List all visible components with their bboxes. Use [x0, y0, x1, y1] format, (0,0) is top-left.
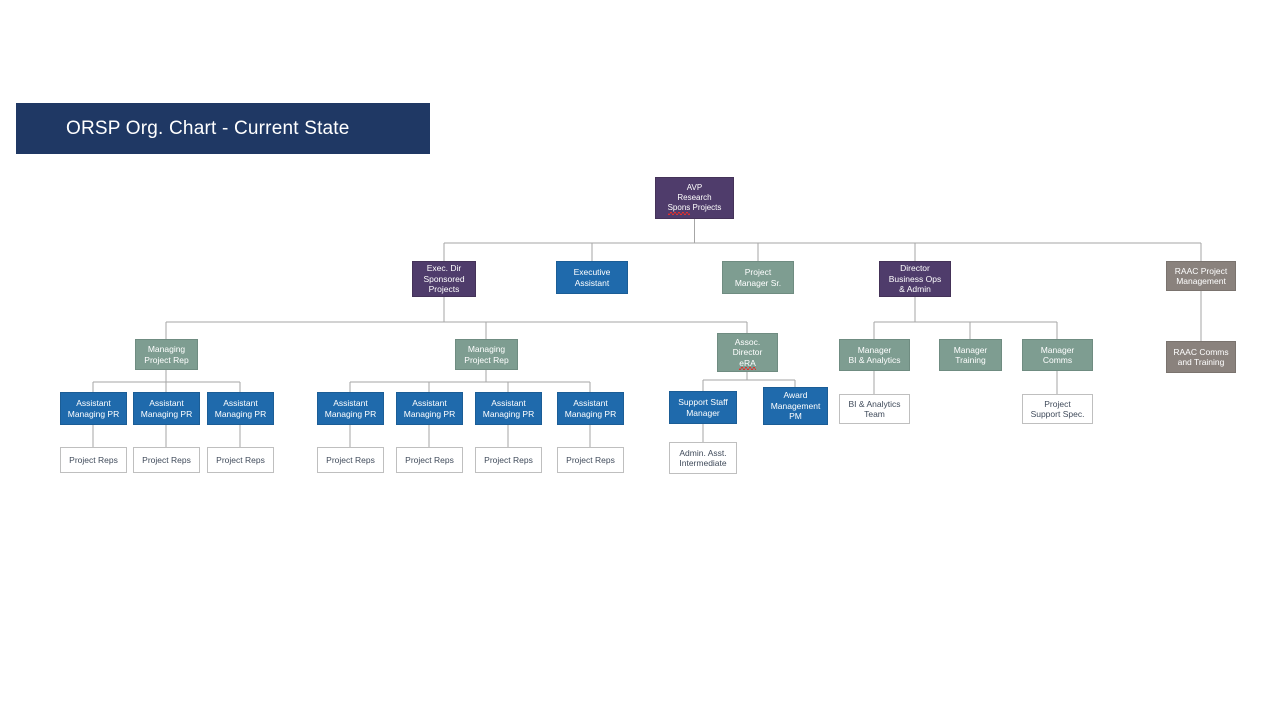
node-label: Project Reps: [326, 454, 375, 465]
node-label: Project Reps: [484, 454, 533, 465]
node-label: Project Reps: [566, 454, 615, 465]
node-label: Admin. Asst.Intermediate: [679, 447, 727, 468]
node-label: Project Reps: [69, 454, 118, 465]
chart-title-banner: ORSP Org. Chart - Current State: [16, 103, 430, 154]
node-label: Project Reps: [405, 454, 454, 465]
node-project-reps-7[interactable]: Project Reps: [557, 447, 624, 473]
node-project-reps-5[interactable]: Project Reps: [396, 447, 463, 473]
node-project-reps-4[interactable]: Project Reps: [317, 447, 384, 473]
node-project-reps-2[interactable]: Project Reps: [133, 447, 200, 473]
page-title: ORSP Org. Chart - Current State: [66, 117, 350, 139]
node-label: Project Reps: [142, 454, 191, 465]
node-project-reps-6[interactable]: Project Reps: [475, 447, 542, 473]
node-admin-asst-intermediate[interactable]: Admin. Asst.Intermediate: [669, 442, 737, 474]
node-project-reps-3[interactable]: Project Reps: [207, 447, 274, 473]
node-label: Project Reps: [216, 454, 265, 465]
node-project-reps-1[interactable]: Project Reps: [60, 447, 127, 473]
